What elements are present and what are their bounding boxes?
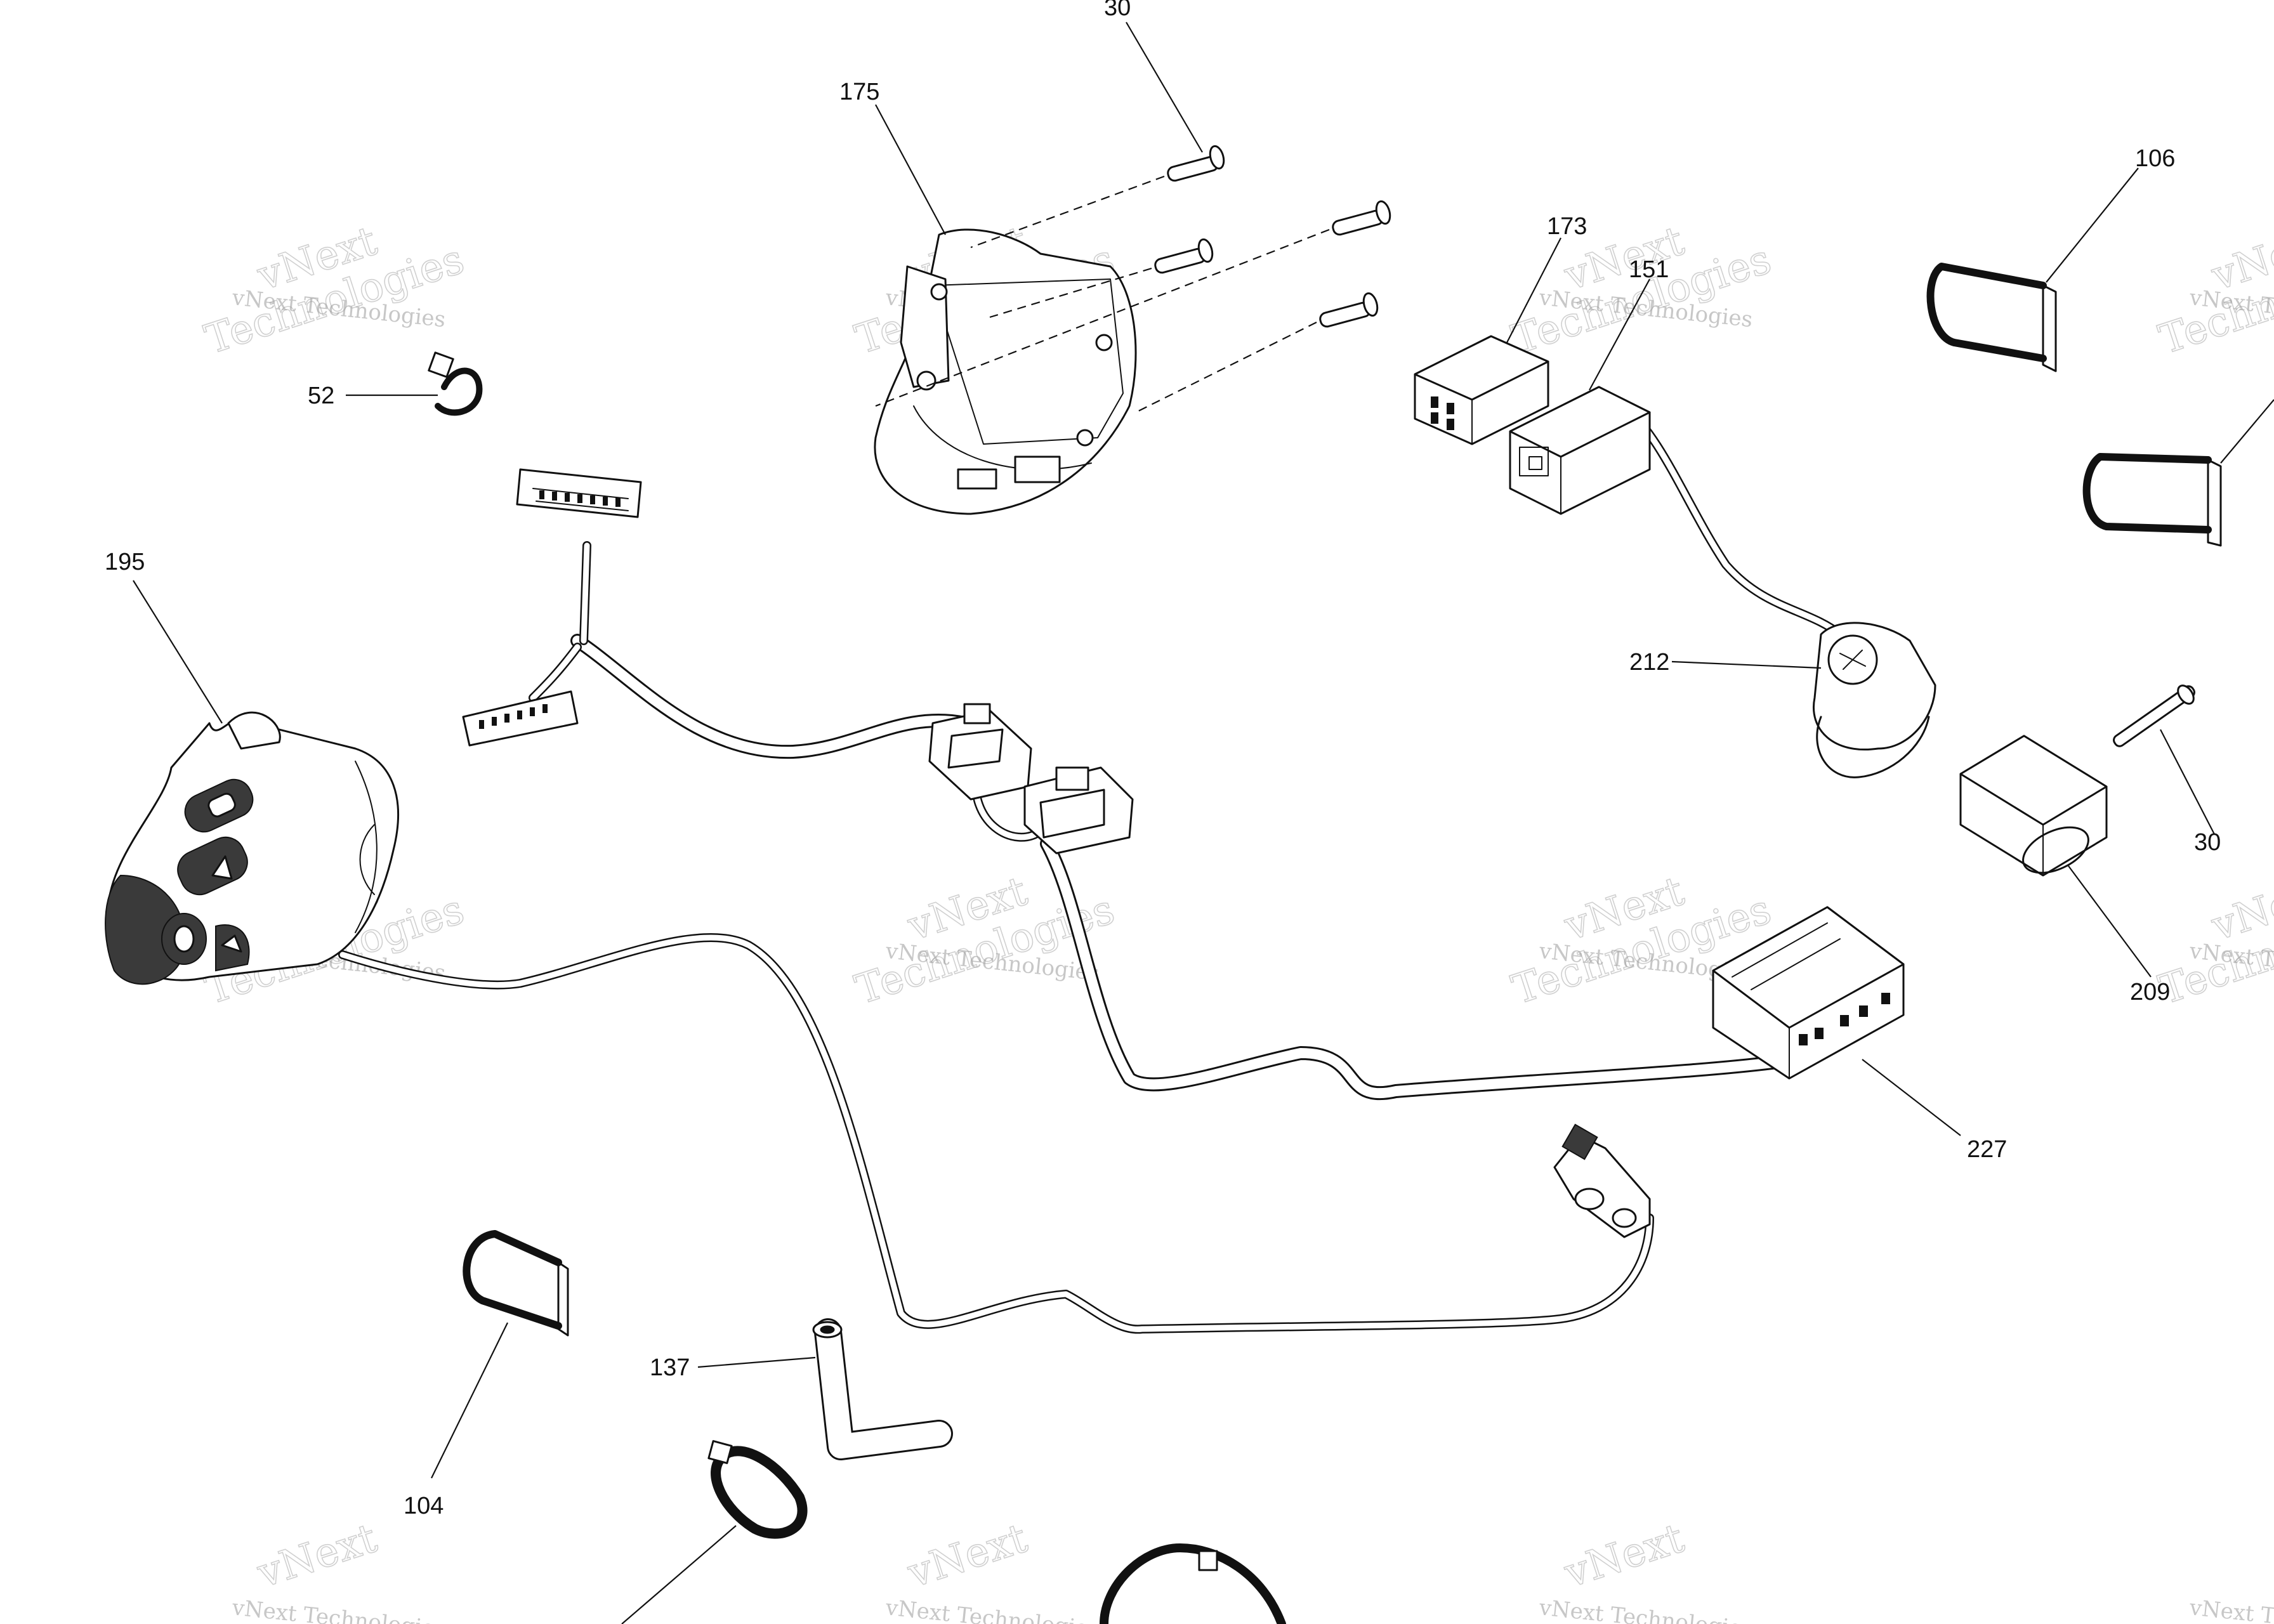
callout-195: 195 bbox=[105, 549, 145, 575]
watermark: vNext bbox=[251, 1514, 383, 1598]
connector-173 bbox=[1414, 335, 1549, 445]
svg-text:vNext: vNext bbox=[902, 1515, 1033, 1597]
hose-137 bbox=[812, 1318, 953, 1460]
callout-137: 137 bbox=[650, 1354, 690, 1381]
screw-30 bbox=[1167, 145, 1225, 182]
watermark-layer: vNext Technologies vNext Technologies vN… bbox=[199, 217, 2274, 1624]
watermark-text: vNext Technologies bbox=[2188, 1595, 2274, 1624]
leader-lines bbox=[133, 22, 2215, 1624]
handlebar-switch-195 bbox=[105, 711, 399, 985]
clip-52 bbox=[428, 351, 483, 416]
sleeve-209 bbox=[1959, 735, 2108, 877]
connector-151 bbox=[1509, 386, 1651, 515]
screw bbox=[1154, 238, 1214, 274]
connector-pin-header-upper bbox=[516, 468, 642, 518]
connector-sensor-plug bbox=[1553, 1123, 1651, 1238]
watermark: vNext bbox=[902, 1514, 1034, 1598]
callout-labels: 30 175 106 173 151 52 195 212 30 209 227… bbox=[105, 0, 2221, 1519]
clamp-104 bbox=[463, 1230, 569, 1337]
clamp-106 bbox=[1926, 263, 2057, 372]
callout-212: 212 bbox=[1629, 649, 1669, 676]
switch-harness bbox=[338, 933, 1654, 1334]
callout-52: 52 bbox=[308, 383, 334, 409]
watermark: vNext Technologies bbox=[2153, 217, 2274, 364]
callout-227: 227 bbox=[1967, 1136, 2007, 1163]
callout-30-top: 30 bbox=[1104, 0, 1131, 21]
screw bbox=[1319, 292, 1379, 328]
sensor-212 bbox=[1813, 622, 1936, 778]
callout-173: 173 bbox=[1547, 213, 1587, 240]
callout-209: 209 bbox=[2130, 979, 2170, 1005]
main-harness bbox=[529, 541, 1803, 1101]
callout-106: 106 bbox=[2135, 145, 2175, 172]
screw-30 bbox=[2113, 684, 2195, 747]
watermark: vNext bbox=[1558, 1514, 1690, 1598]
watermark: vNext Technologies bbox=[199, 217, 470, 364]
control-module-227 bbox=[1712, 906, 1905, 1080]
watermark-text: vNext Technologies bbox=[884, 1595, 1100, 1624]
svg-text:vNext: vNext bbox=[251, 1515, 383, 1597]
watermark-text: vNext Technologies bbox=[1537, 1595, 1754, 1624]
callout-30-right: 30 bbox=[2194, 829, 2221, 856]
clamp bbox=[2082, 399, 2274, 547]
connector-junction-a bbox=[928, 703, 1032, 801]
clamp-bottom bbox=[1100, 1543, 1286, 1624]
screw bbox=[1332, 200, 1391, 236]
callout-175: 175 bbox=[839, 79, 879, 105]
svg-text:vNext: vNext bbox=[1558, 1515, 1690, 1597]
seal-ring bbox=[707, 1440, 808, 1539]
screw-alignment-lines bbox=[875, 175, 1330, 413]
watermark-text: vNext Technologies bbox=[230, 1595, 447, 1624]
callout-104: 104 bbox=[404, 1493, 444, 1519]
callout-151: 151 bbox=[1629, 256, 1669, 283]
switch-housing-175 bbox=[874, 228, 1137, 515]
sensor-harness bbox=[1620, 402, 1844, 639]
connector-pin-header-lower bbox=[462, 690, 579, 747]
connector-junction-b bbox=[1023, 766, 1134, 855]
